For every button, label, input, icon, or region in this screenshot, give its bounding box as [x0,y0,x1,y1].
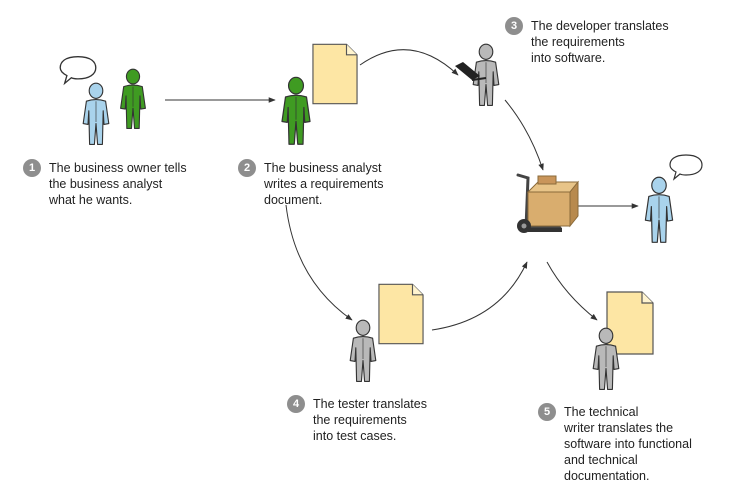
step-5-label: 5 The technical writer translates the so… [538,403,692,484]
tester-group [349,283,424,382]
speech-bubble-icon [59,55,97,85]
step-2-label: 2 The business analyst writes a requirem… [238,159,384,208]
developer-group [455,43,500,106]
step-4-label: 4 The tester translates the requirements… [287,395,427,444]
hand-truck-icon [516,173,580,233]
step-number-badge: 2 [238,159,256,177]
step-3-label: 3 The developer translates the requireme… [505,17,669,66]
arrow-analyst-to-tester [285,204,353,321]
step-description: The business owner tells the business an… [49,161,187,207]
person-icon [281,76,311,145]
step-1-label: 1 The business owner tells the business … [23,159,187,208]
speech-bubble-icon [669,154,703,180]
arrow-analyst-to-developer [359,49,459,76]
arrow-developer-to-truck [504,99,544,171]
flow-arrows [165,49,639,331]
person-icon [644,176,674,243]
step-number-badge: 4 [287,395,305,413]
step-number-badge: 5 [538,403,556,421]
step-description: The developer translates the requirement… [531,19,669,65]
person-icon [119,68,147,130]
document-icon [378,283,424,345]
technical-writer-group [592,291,654,390]
business-owner-group [59,55,147,145]
step-description: The tester translates the requirements i… [313,397,427,443]
document-icon [606,291,654,355]
person-icon [349,319,377,382]
step-number-badge: 1 [23,159,41,177]
step-number-badge: 3 [505,17,523,35]
person-icon [82,82,110,145]
step-description: The business analyst writes a requiremen… [264,161,384,207]
business-analyst-group [281,43,358,145]
step-description: The technical writer translates the soft… [564,405,692,483]
arrow-truck-to-writer [546,261,598,321]
business-owner-receives-group [644,154,703,243]
laptop-icon [455,62,487,81]
document-icon [312,43,358,105]
arrow-tester-to-truck [431,261,528,331]
